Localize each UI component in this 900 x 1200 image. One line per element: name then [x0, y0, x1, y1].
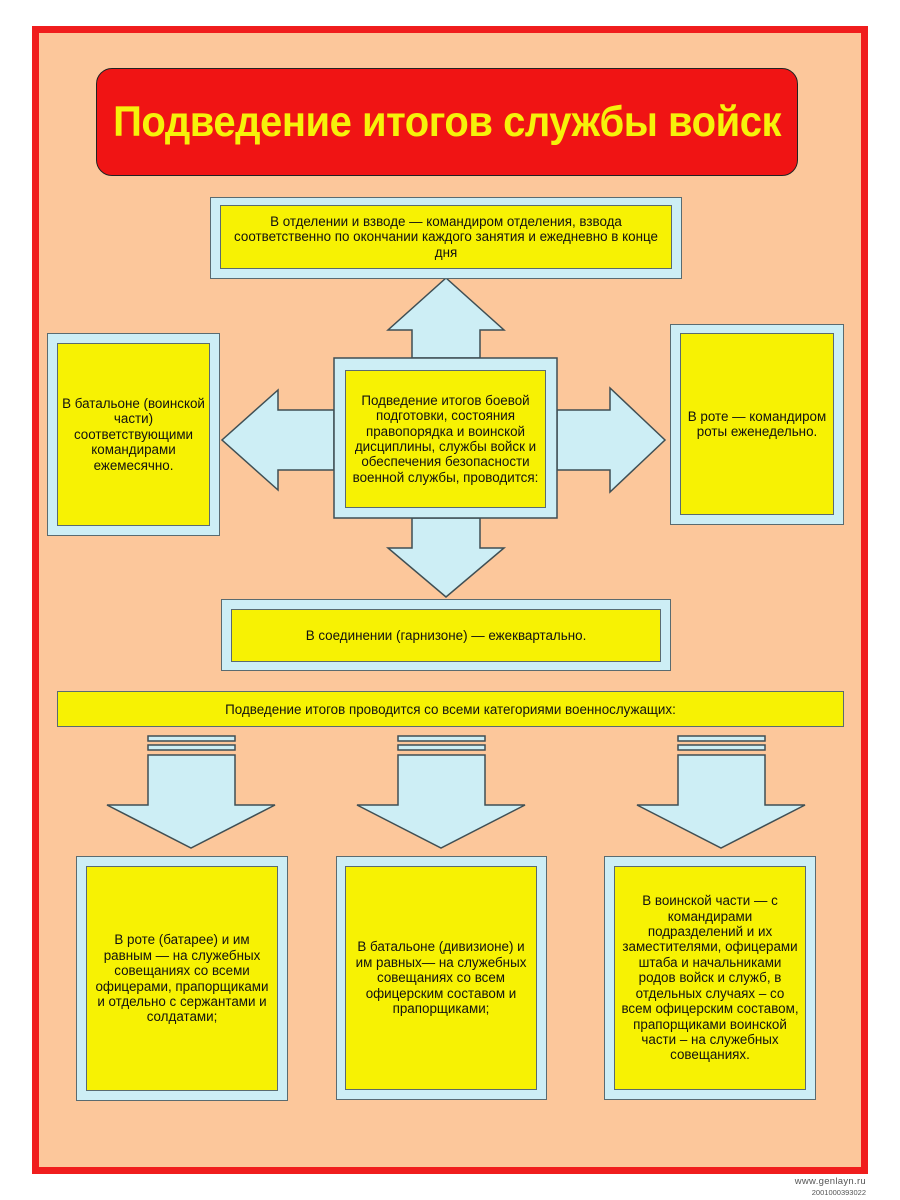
arrow-left [220, 388, 335, 492]
footer-url: www.genlayn.ru [794, 1176, 866, 1187]
right-box-text: В роте — командиром роты еженедельно. [687, 408, 827, 439]
arrow-2-stripe-top [397, 735, 486, 742]
center-box-text: Подведение итогов боевой подготовки, сос… [352, 392, 539, 485]
arrow-2-stripe-bottom [397, 744, 486, 751]
arrow-3-down [636, 754, 806, 849]
top-box: В отделении и взводе — командиром отделе… [220, 205, 672, 269]
categories-heading-text: Подведение итогов проводится со всеми ка… [225, 701, 676, 717]
arrow-1-stripe-bottom [147, 744, 236, 751]
category-box-3-text: В воинской части — с командирами подразд… [621, 893, 799, 1063]
arrow-1-stripe-top [147, 735, 236, 742]
arrow-right [556, 386, 667, 494]
top-box-text: В отделении и взводе — командиром отделе… [234, 213, 658, 260]
arrow-2-down [356, 754, 526, 849]
page-title: Подведение итогов службы войск [113, 97, 781, 146]
arrow-1-down [106, 754, 276, 849]
left-box-text: В батальоне (воинской части) соответству… [62, 395, 205, 473]
arrow-down [385, 517, 507, 598]
title-banner: Подведение итогов службы войск [96, 68, 798, 176]
arrow-3-stripe-top [677, 735, 766, 742]
category-box-1: В роте (батарее) и им равным — на служеб… [86, 866, 278, 1091]
center-box: Подведение итогов боевой подготовки, сос… [345, 370, 546, 508]
left-box: В батальоне (воинской части) соответству… [57, 343, 210, 526]
right-box: В роте — командиром роты еженедельно. [680, 333, 834, 515]
category-box-1-text: В роте (батарее) и им равным — на служеб… [95, 932, 269, 1025]
category-box-2: В батальоне (дивизионе) и им равных— на … [345, 866, 537, 1090]
bottom-box: В соединении (гарнизоне) — ежеквартально… [231, 609, 661, 662]
arrow-3-stripe-bottom [677, 744, 766, 751]
category-box-3: В воинской части — с командирами подразд… [614, 866, 806, 1090]
categories-heading: Подведение итогов проводится со всеми ка… [57, 691, 844, 727]
bottom-box-text: В соединении (гарнизоне) — ежеквартально… [305, 627, 587, 643]
footer-code: 2001000393022 [811, 1188, 866, 1197]
arrow-up [386, 276, 506, 359]
category-box-2-text: В батальоне (дивизионе) и им равных— на … [355, 939, 527, 1017]
